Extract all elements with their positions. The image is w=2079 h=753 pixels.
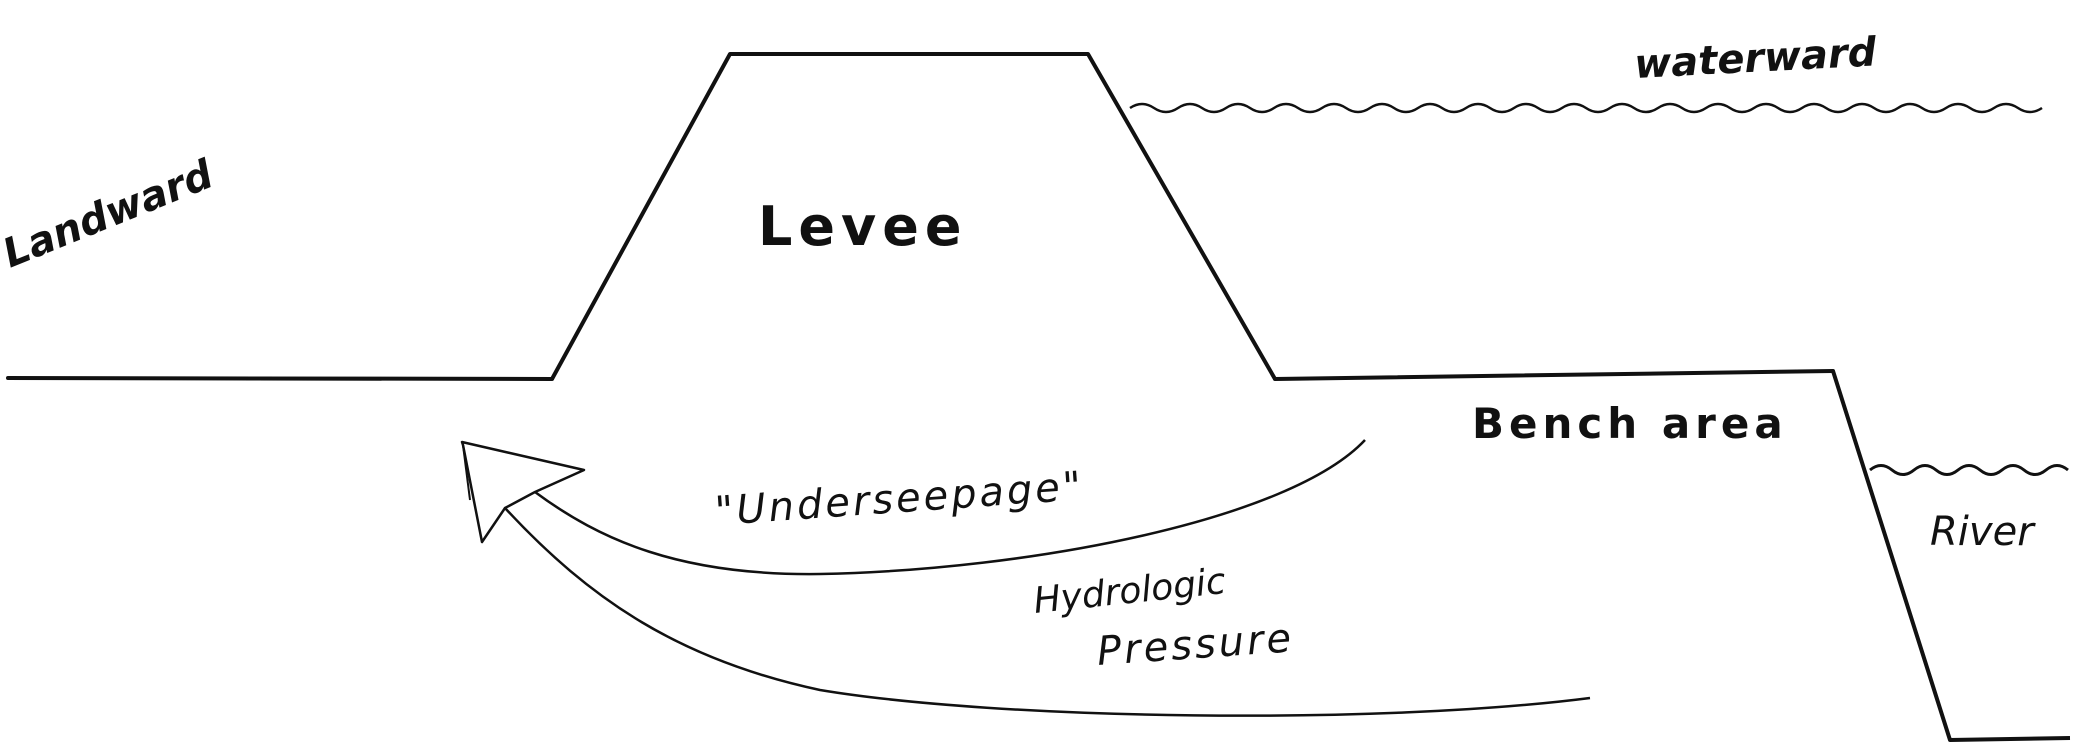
riverbank-slope — [1833, 371, 2070, 740]
bench-area-label: Bench area — [1472, 399, 1788, 448]
bench-ground-line — [1275, 371, 1833, 379]
underseepage-label: "Underseepage" — [713, 463, 1085, 535]
waterward-label: waterward — [1633, 29, 1878, 88]
landward-label: Landward — [0, 151, 220, 277]
river-label: River — [1930, 509, 2036, 555]
hydrologic-label: Hydrologic — [1032, 561, 1228, 622]
flood-water-surface — [1130, 104, 2042, 112]
river-water-surface — [1870, 466, 2068, 475]
levee-label: Levee — [758, 195, 967, 258]
pressure-label: Pressure — [1095, 615, 1295, 675]
landward-ground-line — [8, 378, 552, 379]
